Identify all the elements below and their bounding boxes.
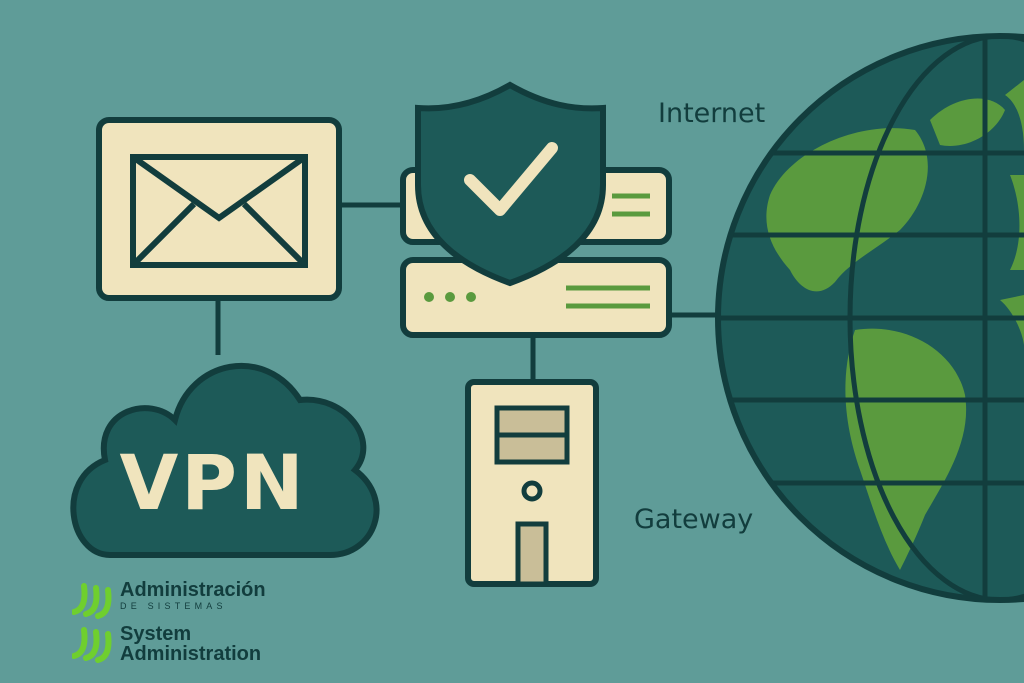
logo-mark-icon [72,583,112,619]
logo-line2a: System [120,623,192,645]
logo-line1: Administración [120,579,266,601]
logo-row-english: System Administration [72,624,261,664]
vpn-cloud-icon [70,363,380,558]
vpn-label: VPN [119,438,307,527]
logo-text-english: System Administration [120,624,261,664]
shield-check-icon [415,81,606,287]
logo-row-spanish: Administración DE SISTEMAS [72,580,266,620]
brand-logo: Administración DE SISTEMAS System Admini… [72,580,302,665]
logo-text-spanish: Administración DE SISTEMAS [120,580,266,611]
globe-icon [715,33,1024,603]
logo-line2b: Administration [120,643,262,665]
logo-mark-icon [72,627,112,663]
gateway-label: Gateway [634,504,754,535]
internet-label: Internet [658,98,766,129]
globe-gridlines [718,36,1024,600]
gateway-tower-icon [465,379,599,587]
mail-icon [96,117,342,301]
logo-line1-sub: DE SISTEMAS [120,601,227,611]
